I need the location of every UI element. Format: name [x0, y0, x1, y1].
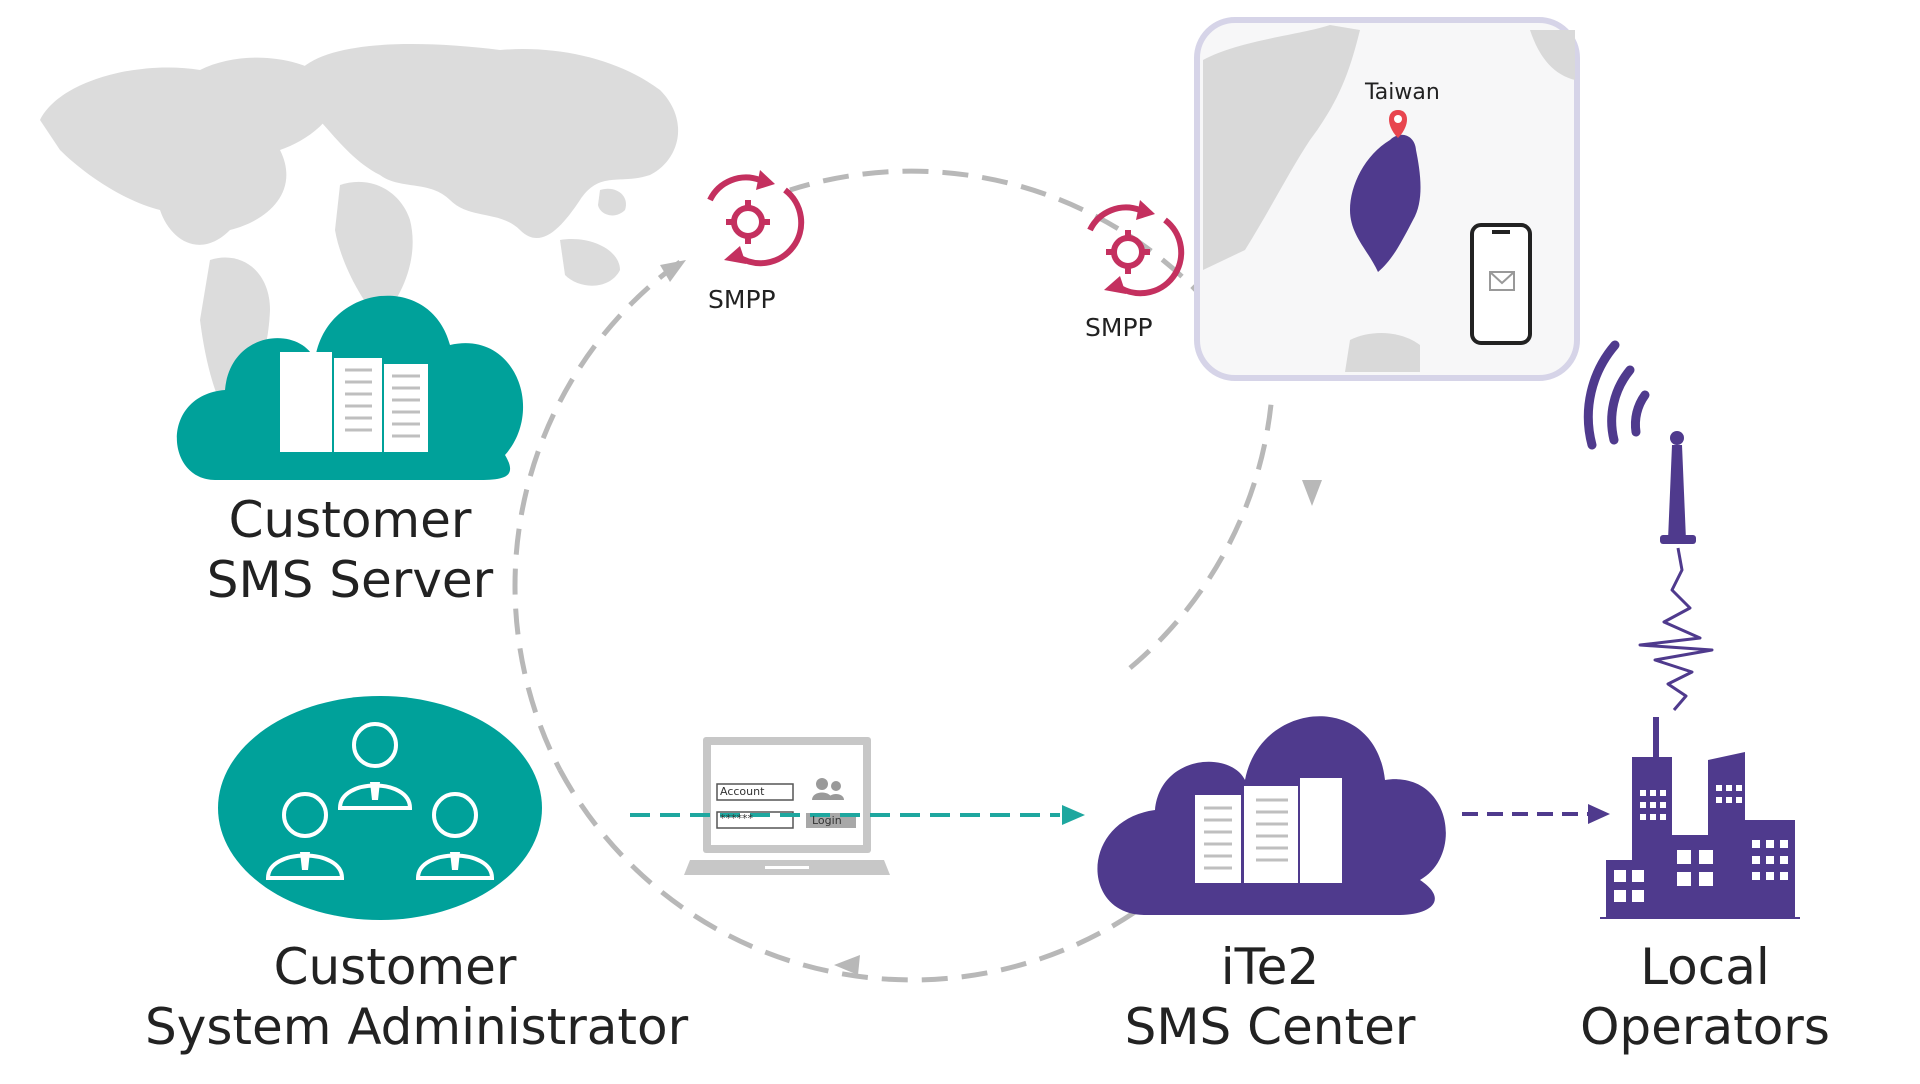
label-line: Customer [228, 491, 472, 549]
label-line: Customer [273, 938, 517, 996]
cloud-server-icon [1097, 716, 1446, 915]
teal-flow-arrow [630, 805, 1085, 825]
label-line: iTe2 [1220, 938, 1320, 996]
password-field: ****** [720, 812, 753, 825]
connection-loop [512, 168, 1275, 983]
label-line: SMS Server [206, 551, 494, 609]
sms-center-label: iTe2 SMS Center [1115, 937, 1425, 1057]
label-line: SMS Center [1124, 998, 1416, 1056]
world-map-icon [40, 44, 679, 420]
customer-admin-label: Customer System Administrator [145, 937, 689, 1057]
local-operators-label: Local Operators [1580, 937, 1830, 1057]
label-line: Local [1640, 938, 1770, 996]
connection-arrowheads [660, 260, 1322, 975]
smartphone-message-icon [1470, 223, 1532, 345]
smpp-sync-icon [707, 174, 805, 267]
smpp-label: SMPP [708, 285, 776, 314]
smpp-label: SMPP [1085, 313, 1153, 342]
location-pin-icon [1389, 110, 1407, 138]
customer-sms-server-label: Customer SMS Server [180, 490, 520, 610]
label-line: System Administrator [145, 998, 689, 1056]
account-field: Account [720, 785, 765, 798]
antenna-signal-icon [1583, 340, 1714, 711]
map-location-label: Taiwan [1365, 80, 1440, 105]
users-group-icon [218, 696, 542, 920]
laptop-login-icon [684, 737, 890, 875]
cloud-server-icon [176, 295, 524, 480]
label-line: Operators [1580, 998, 1830, 1056]
purple-flow-arrow [1462, 804, 1610, 824]
smpp-sync-icon [1087, 204, 1185, 297]
city-buildings-icon [1600, 717, 1800, 919]
login-button: Login [812, 814, 842, 827]
